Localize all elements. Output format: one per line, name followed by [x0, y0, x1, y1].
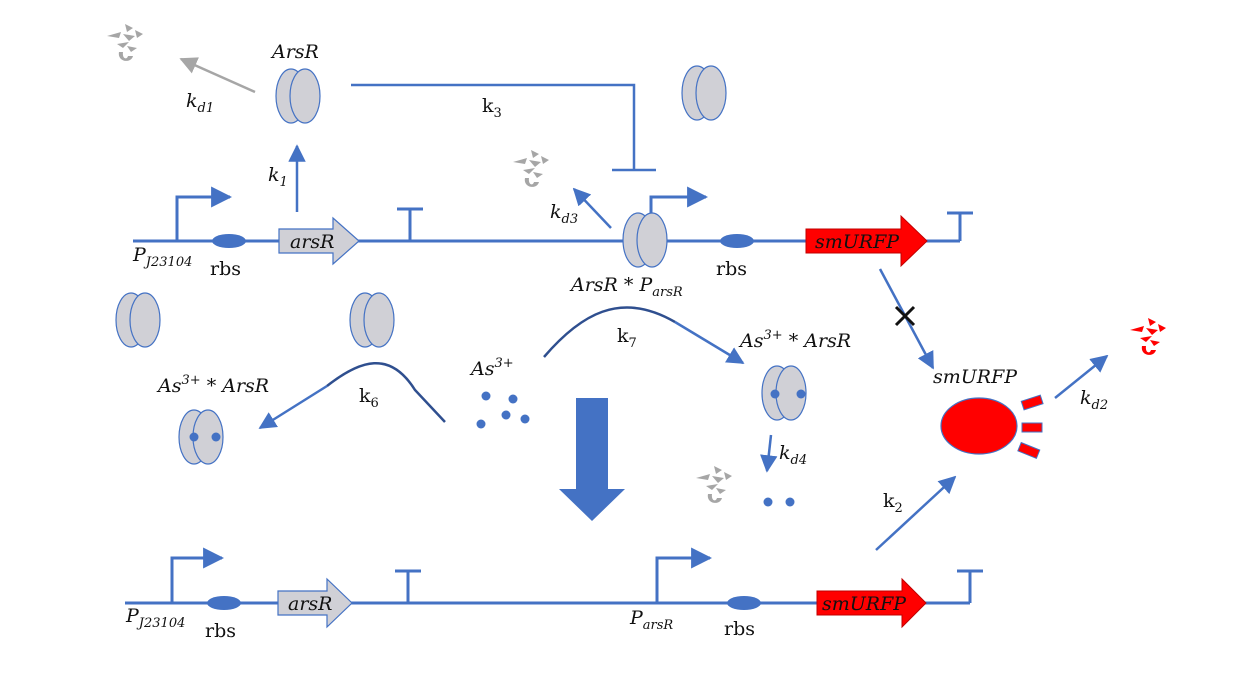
label-k6: k6	[359, 385, 379, 411]
k6-arrow	[258, 384, 328, 430]
label-gene-arsr-bottom: arsR	[288, 593, 332, 615]
degraded-smurfp	[1130, 318, 1166, 355]
arsr-dimer-bound-promoter	[622, 212, 668, 268]
rbs-top-right	[720, 234, 754, 248]
k7-curve	[543, 306, 676, 358]
as-arsr-complex-right	[761, 365, 807, 421]
k7-arrow	[674, 320, 745, 365]
label-k2: k2	[883, 490, 903, 516]
terminator-top-left	[397, 207, 423, 241]
arsr-dimer-mid-left	[115, 292, 161, 348]
label-arsr-top: ArsR	[270, 41, 319, 63]
k2-arrow	[875, 475, 957, 551]
degraded-arsr-top-left	[107, 24, 143, 61]
kd3-arrow	[572, 187, 612, 229]
gene-smurfp-top	[805, 214, 928, 268]
terminator-bottom-right	[957, 569, 983, 603]
kd4-arrow	[760, 434, 778, 473]
gene-arsr-bottom	[277, 577, 353, 629]
label-kd4: kd4	[779, 442, 807, 468]
top-dna-construct	[133, 186, 973, 268]
degraded-as-arsr	[696, 466, 732, 503]
label-rbs-top-right: rbs	[716, 258, 747, 280]
label-rbs-bottom-right: rbs	[724, 618, 755, 640]
big-transition-arrow	[559, 398, 625, 521]
kd1-arrow	[179, 57, 256, 94]
label-k3: k3	[482, 95, 502, 121]
label-kd3: kd3	[550, 201, 578, 227]
label-gene-arsr-top: arsR	[290, 231, 334, 253]
label-as-arsr-right: As3+ * ArsR	[738, 328, 851, 352]
as-arsr-complex-left	[178, 409, 224, 465]
terminator-bottom-left	[395, 569, 421, 603]
rbs-bottom-right	[727, 596, 761, 610]
k3-repression	[351, 83, 656, 172]
block-cross-icon	[894, 305, 916, 327]
label-gene-smurfp-top: smURFP	[815, 231, 900, 253]
rbs-top-left	[212, 234, 246, 248]
gene-arsr-top	[278, 216, 360, 266]
label-complex-arsr-parsr: ArsR * ParsR	[569, 274, 683, 300]
label-as3: As3+	[469, 356, 514, 380]
label-smurfp-protein: smURFP	[933, 366, 1018, 388]
gene-smurfp-bottom	[816, 577, 927, 629]
label-promoter-bottom: PJ23104	[125, 605, 185, 631]
promoter-arrow-top-left	[175, 186, 233, 241]
promoter-arrow-bottom-right	[655, 547, 713, 603]
arsenic-ions-released	[763, 497, 795, 507]
label-k1: k1	[268, 164, 288, 190]
label-rbs-bottom-left: rbs	[205, 620, 236, 642]
smurfp-protein-icon	[940, 394, 1044, 460]
degraded-arsr-promoter	[513, 150, 549, 187]
label-k7: k7	[617, 325, 637, 351]
label-parsr-bottom: ParsR	[629, 607, 673, 633]
label-kd1: kd1	[186, 90, 214, 116]
arsr-dimer-mid-center	[349, 292, 395, 348]
bottom-dna-construct	[125, 547, 983, 629]
rbs-bottom-left	[207, 596, 241, 610]
arsr-dimer-top	[275, 68, 321, 124]
promoter-arrow-bottom-left	[170, 547, 225, 603]
label-promoter-top: PJ23104	[132, 244, 192, 270]
arsr-dimer-top-right	[681, 65, 727, 121]
kd2-arrow	[1054, 354, 1109, 399]
terminator-top-right	[947, 211, 973, 241]
label-kd2: kd2	[1080, 387, 1108, 413]
label-as-arsr-left: As3+ * ArsR	[156, 373, 269, 397]
k6-curve	[326, 362, 446, 423]
label-rbs-top-left: rbs	[210, 258, 241, 280]
label-gene-smurfp-bottom: smURFP	[822, 593, 907, 615]
arsenic-ions	[476, 391, 530, 429]
